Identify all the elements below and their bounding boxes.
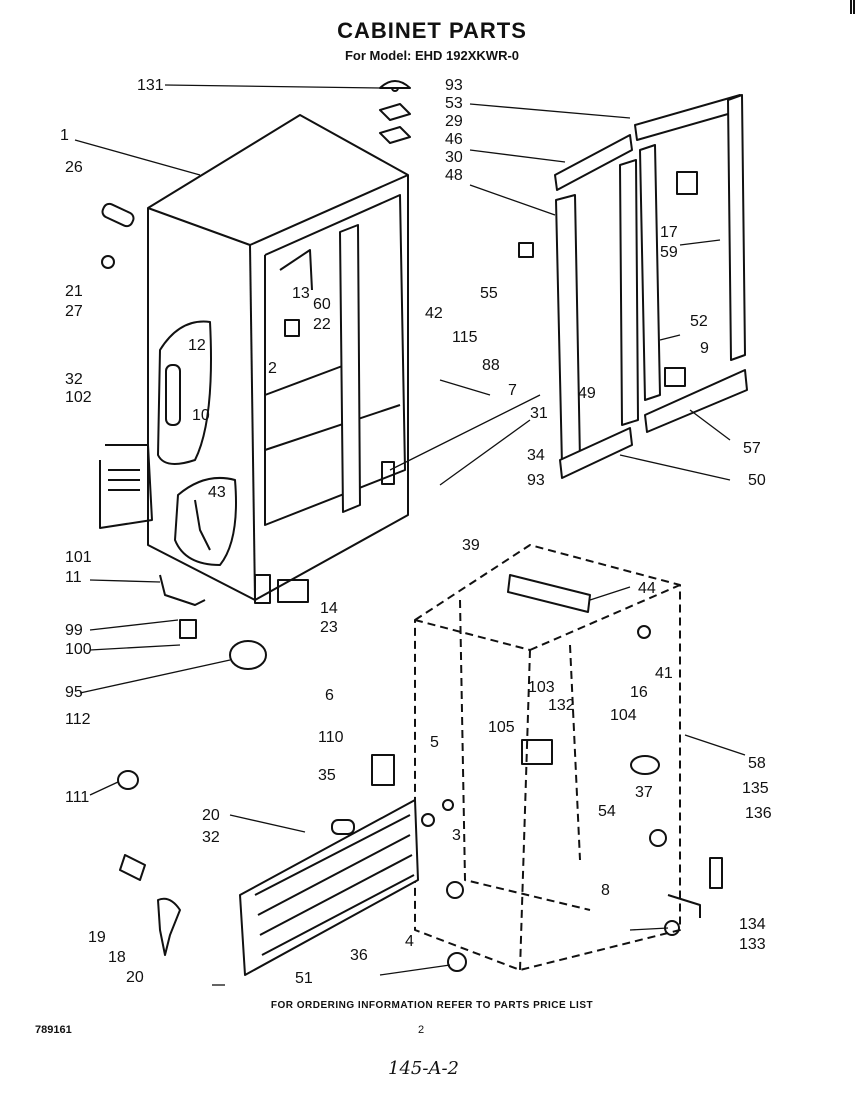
callout-50: 50 <box>748 472 766 489</box>
callout-43: 43 <box>208 484 226 501</box>
callout-1: 1 <box>60 127 69 144</box>
callout-34: 34 <box>527 447 545 464</box>
callout-35: 35 <box>318 767 336 784</box>
callout-93: 93 <box>445 77 463 94</box>
callout-132: 132 <box>548 697 575 714</box>
callout-27: 27 <box>65 303 83 320</box>
callout-133: 133 <box>739 936 766 953</box>
callout-131: 131 <box>137 77 164 94</box>
ordering-note: FOR ORDERING INFORMATION REFER TO PARTS … <box>270 1000 594 1011</box>
callout-88: 88 <box>482 357 500 374</box>
callout-95: 95 <box>65 684 83 701</box>
callout-21: 21 <box>65 283 83 300</box>
callout-58: 58 <box>748 755 766 772</box>
callout-99: 99 <box>65 622 83 639</box>
document-number: 789161 <box>35 1024 72 1036</box>
model-subtitle: For Model: EHD 192XKWR-0 <box>344 48 520 63</box>
callout-7: 7 <box>508 382 517 399</box>
callout-57: 57 <box>743 440 761 457</box>
page-title: CABINET PARTS <box>337 18 527 43</box>
callout-102: 102 <box>65 389 92 406</box>
callout-29: 29 <box>445 113 463 130</box>
callout-32: 32 <box>65 371 83 388</box>
callout-54: 54 <box>598 803 616 820</box>
callout-36: 36 <box>350 947 368 964</box>
callout-20: 20 <box>126 969 144 986</box>
callout-3: 3 <box>452 827 461 844</box>
callout-37: 37 <box>635 784 653 801</box>
callout-5: 5 <box>430 734 439 751</box>
callout-104: 104 <box>610 707 637 724</box>
callout-13: 13 <box>292 285 310 302</box>
callout-100: 100 <box>65 641 92 658</box>
callout-44: 44 <box>638 580 656 597</box>
callout-110: 110 <box>318 729 344 746</box>
callout-136: 136 <box>745 805 772 822</box>
callout-53: 53 <box>445 95 463 112</box>
callout-112: 112 <box>65 711 91 728</box>
callout-115: 115 <box>452 329 478 346</box>
callout-20: 20 <box>202 807 220 824</box>
callout-42: 42 <box>425 305 443 322</box>
callout-2: 2 <box>268 360 277 377</box>
callout-22: 22 <box>313 316 331 333</box>
page-number: 2 <box>418 1024 425 1036</box>
callout-11: 11 <box>65 569 82 586</box>
corner-mark <box>850 0 855 14</box>
callout-23: 23 <box>320 619 338 636</box>
callout-4: 4 <box>405 933 414 950</box>
callout-135: 135 <box>742 780 769 797</box>
callout-39: 39 <box>462 537 480 554</box>
callout-12: 12 <box>188 337 206 354</box>
cabinet-shell <box>147 114 409 604</box>
callout-55: 55 <box>480 285 498 302</box>
lower-assembly <box>414 544 681 971</box>
top-hardware <box>379 80 411 144</box>
callout-9: 9 <box>700 340 709 357</box>
callout-17: 17 <box>660 224 678 241</box>
callout-111: 111 <box>65 789 89 806</box>
callout-93: 93 <box>527 472 545 489</box>
callout-48: 48 <box>445 167 463 184</box>
callout-8: 8 <box>601 882 610 899</box>
callout-59: 59 <box>660 244 678 261</box>
callout-30: 30 <box>445 149 463 166</box>
callout-6: 6 <box>325 687 334 704</box>
callout-19: 19 <box>88 929 106 946</box>
callout-46: 46 <box>445 131 463 148</box>
left-side-parts <box>99 202 309 790</box>
callout-51: 51 <box>295 970 313 987</box>
callout-101: 101 <box>65 549 92 566</box>
callout-52: 52 <box>690 313 708 330</box>
callout-105: 105 <box>488 719 515 736</box>
door-liners <box>518 94 748 479</box>
callout-10: 10 <box>192 407 210 424</box>
callout-60: 60 <box>313 296 331 313</box>
callout-31: 31 <box>530 405 548 422</box>
callout-134: 134 <box>739 916 766 933</box>
lower-parts <box>119 84 723 976</box>
callout-103: 103 <box>528 679 555 696</box>
handwritten-note: 145-A-2 <box>388 1058 459 1079</box>
callout-49: 49 <box>578 385 596 402</box>
callout-14: 14 <box>320 600 338 617</box>
callout-26: 26 <box>65 159 83 176</box>
callout-16: 16 <box>630 684 648 701</box>
callout-18: 18 <box>108 949 126 966</box>
callout-32: 32 <box>202 829 220 846</box>
callout-41: 41 <box>655 665 673 682</box>
